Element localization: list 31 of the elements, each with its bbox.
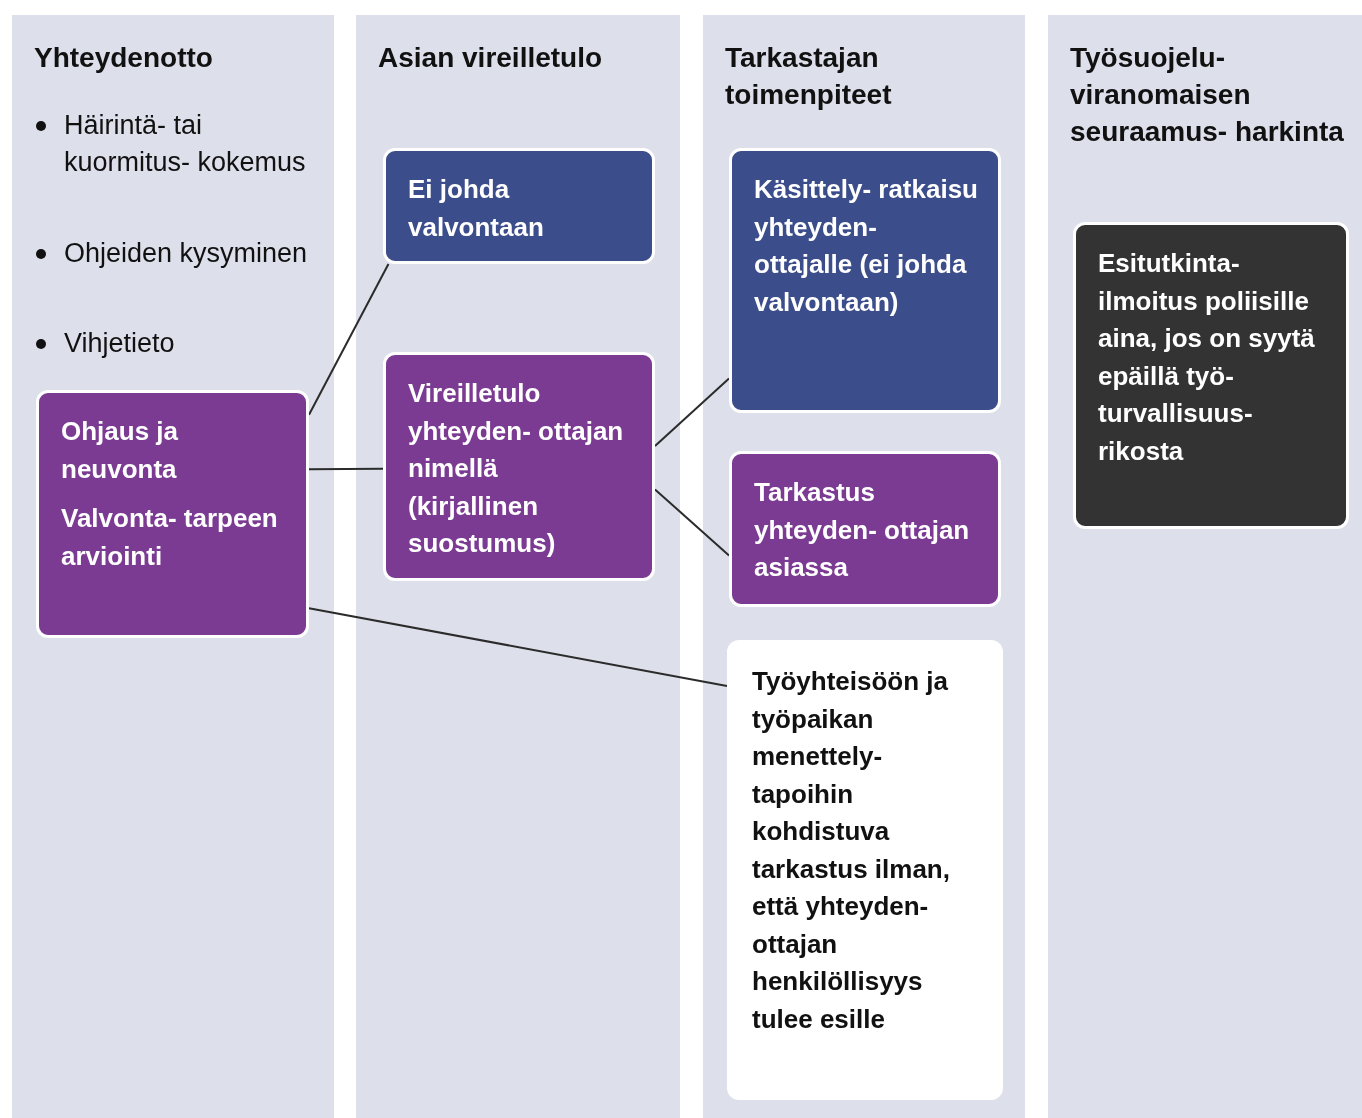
connector-line xyxy=(308,467,384,471)
column-heading: Tarkastajan toimenpiteet xyxy=(725,41,893,112)
column-band xyxy=(12,15,334,1118)
outcome-box xyxy=(383,148,655,264)
column-heading: Asian vireilletulo xyxy=(378,41,604,75)
box-text: Ei johda valvontaan xyxy=(408,173,545,244)
bullet-item: Ohjeiden kysyminen xyxy=(64,237,309,270)
connector-line xyxy=(654,488,730,557)
box-text: Työyhteisöön ja työpaikan menettely- tapoihin kohdistuva tarkastus ilman, että yhteyden- ottajan henkilöllisyys tulee esille xyxy=(752,665,951,1036)
outcome-box xyxy=(1073,222,1349,529)
connector-line xyxy=(654,377,730,447)
bullet-item: Vihjetieto xyxy=(64,327,176,360)
process-box xyxy=(729,451,1001,607)
bullet-item: Häirintä- tai kuormitus- kokemus xyxy=(64,109,307,179)
box-text: Valvonta- tarpeen arviointi xyxy=(61,502,279,573)
process-box xyxy=(383,352,655,581)
box-text: Ohjaus ja neuvonta xyxy=(61,415,180,486)
box-text: Tarkastus yhteyden- ottajan asiassa xyxy=(754,476,971,584)
column-band xyxy=(1048,15,1362,1118)
box-text: Käsittely- ratkaisu yhteyden- ottajalle (ei johda valvontaan) xyxy=(754,173,978,319)
process-box xyxy=(36,390,309,638)
connector-line xyxy=(308,263,390,416)
box-text: Esitutkinta- ilmoitus poliisille aina, jos on syytä epäillä työ- turvallisuus- rikosta xyxy=(1098,247,1316,468)
process-box xyxy=(727,640,1003,1100)
box-text: Vireilletulo yhteyden- ottajan nimellä (kirjallinen suostumus) xyxy=(408,377,625,560)
column-heading: Työsuojelu- viranomaisen seuraamus- harkinta xyxy=(1070,41,1345,149)
column-heading: Yhteydenotto xyxy=(34,41,214,75)
column-band xyxy=(703,15,1025,1118)
outcome-box xyxy=(729,148,1001,413)
connector-line xyxy=(308,607,728,687)
column-band xyxy=(356,15,680,1118)
